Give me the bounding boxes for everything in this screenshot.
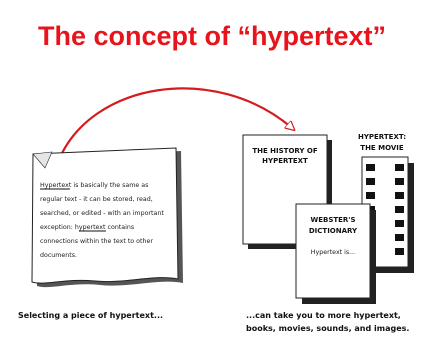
dictionary-document-body: Hypertext is... xyxy=(311,249,355,256)
source-line-1: Hypertext is basically the same as xyxy=(40,182,148,189)
dictionary-document-title-1: WEBSTER'S xyxy=(310,216,355,224)
diagram-title: The concept of “hypertext” xyxy=(38,21,386,51)
source-page-sheet xyxy=(31,147,179,284)
source-line-5: connections within the text to other xyxy=(40,238,153,245)
history-document: THE HISTORY OF HYPERTEXT xyxy=(242,134,332,249)
movie-document-title-2: THE MOVIE xyxy=(360,144,404,152)
history-document-title-1: THE HISTORY OF xyxy=(252,147,318,155)
dictionary-document: WEBSTER'S DICTIONARY Hypertext is... xyxy=(295,203,376,304)
source-line-2: regular text - it can be stored, read, xyxy=(40,196,153,203)
caption-left: Selecting a piece of hypertext... xyxy=(18,311,163,320)
caption-right-line-2: books, movies, sounds, and images. xyxy=(246,324,409,333)
source-page: Hypertext is basically the same as regul… xyxy=(31,147,183,288)
source-line-3: searched, or edited - with an important xyxy=(40,210,164,217)
dictionary-document-title-2: DICTIONARY xyxy=(309,227,358,235)
source-line-6: documents. xyxy=(40,252,77,259)
dictionary-document-sheet xyxy=(295,203,371,299)
caption-right-line-1: ...can take you to more hypertext, xyxy=(246,311,401,320)
source-line-4: exception: hypertext contains xyxy=(40,224,134,231)
history-document-title-2: HYPERTEXT xyxy=(262,157,308,165)
source-page-curl xyxy=(32,151,53,169)
link-arrow xyxy=(56,87,292,163)
movie-document-title-1: HYPERTEXT: xyxy=(358,133,406,141)
